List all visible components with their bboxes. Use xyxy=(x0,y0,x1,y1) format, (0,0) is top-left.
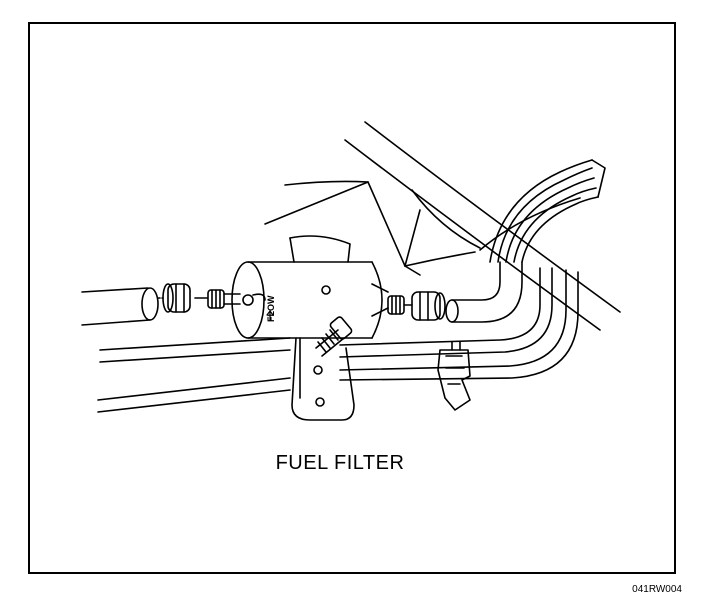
diagram-caption: FUEL FILTER xyxy=(275,452,405,474)
inlet-quick-connector xyxy=(157,283,208,313)
fuel-line-bundle xyxy=(479,159,606,263)
clamp-bolt xyxy=(315,316,353,357)
reference-code: 041RW004 xyxy=(632,584,682,595)
large-tube xyxy=(344,121,621,331)
lower-fuel-lines xyxy=(97,267,579,413)
mounting-bracket xyxy=(289,235,355,421)
inlet-hose xyxy=(81,287,159,326)
outlet-hose xyxy=(445,261,523,323)
flow-label: FLOW xyxy=(266,295,276,322)
inlet-nipple xyxy=(207,289,241,309)
outlet-quick-connector xyxy=(387,291,446,321)
body-panel-lines xyxy=(264,180,481,276)
filter-canister xyxy=(231,261,389,339)
line-clip xyxy=(437,341,471,411)
illustration-frame xyxy=(28,22,676,574)
flow-arrow-marking: FLOW xyxy=(266,295,276,322)
